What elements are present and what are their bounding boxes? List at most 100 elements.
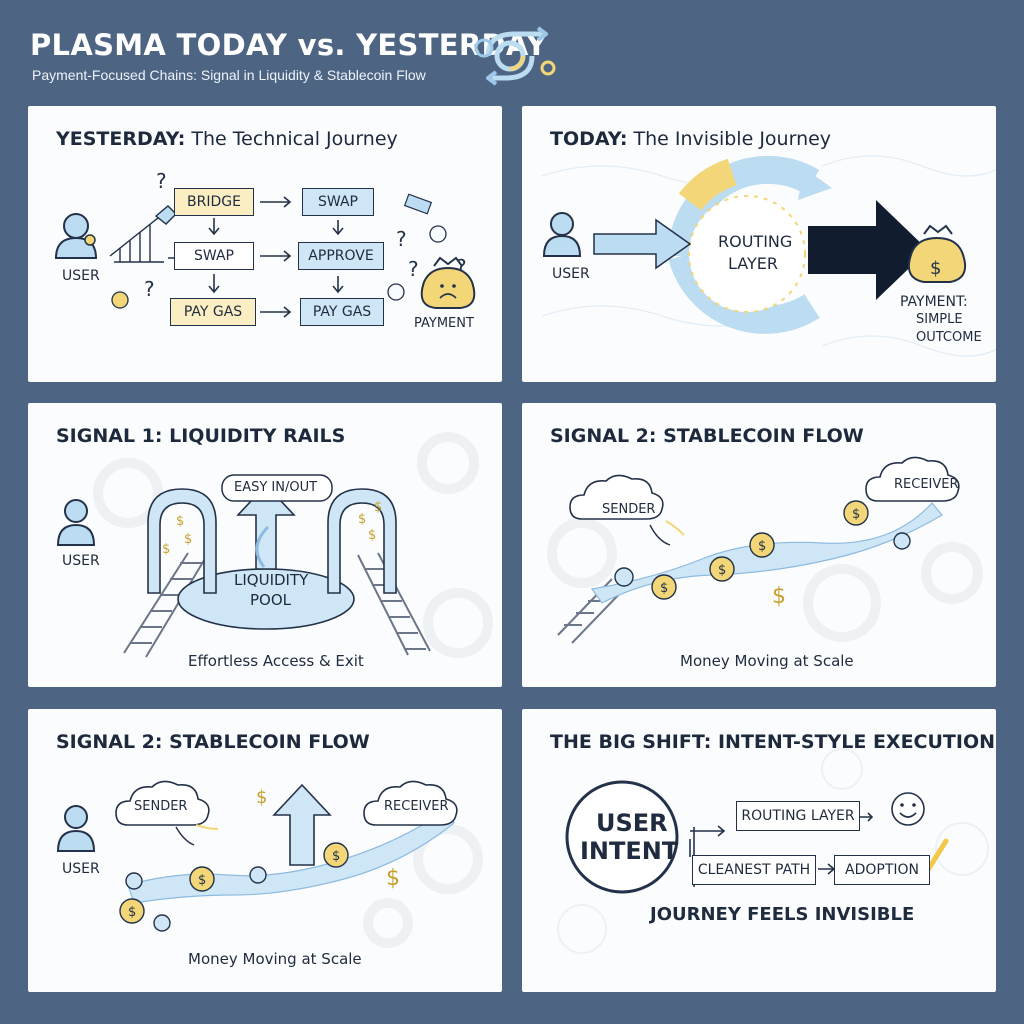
svg-text:$: $	[184, 532, 192, 547]
svg-text:$: $	[852, 507, 860, 522]
pool-label-line1: LIQUIDITY	[234, 571, 309, 589]
gear-background-icon	[363, 824, 483, 948]
svg-text:$: $	[374, 500, 382, 515]
smiley-icon	[891, 792, 925, 826]
svg-text:$: $	[256, 787, 267, 808]
svg-text:$: $	[930, 258, 941, 279]
receiver-label: RECEIVER	[894, 477, 959, 492]
cloud-icon	[115, 780, 458, 826]
routing-label-line2: LAYER	[728, 254, 778, 273]
svg-text:$: $	[660, 581, 668, 596]
routing-layer-box: ROUTING LAYER	[736, 801, 860, 831]
stablecoin-flow-art-left: $ $ $ $ $	[56, 780, 483, 948]
panel-title-signal2-right: SIGNAL 2: STABLECOIN FLOW	[550, 425, 864, 447]
journey-invisible-label: JOURNEY FEELS INVISIBLE	[650, 904, 915, 925]
today-flow-art: $	[541, 155, 996, 357]
step-bridge: BRIDGE	[174, 188, 254, 216]
gear-background-icon	[547, 518, 983, 642]
payment-label-line3: OUTCOME	[916, 330, 982, 345]
coin-icon	[119, 842, 349, 932]
svg-text:?: ?	[156, 169, 167, 193]
user-icon	[56, 499, 96, 546]
user-label: USER	[552, 266, 590, 282]
signal1-caption: Effortless Access & Exit	[188, 652, 364, 670]
confused-face-icon	[111, 225, 447, 309]
panel-yesterday: ? ? ? ? ? YESTER	[28, 106, 502, 382]
coin-symbols: $ $ $ $ $	[128, 787, 400, 920]
step-swap-top: SWAP	[302, 188, 374, 216]
money-bag-icon: $	[908, 224, 966, 283]
panel-title-yesterday: YESTERDAY: The Technical Journey	[56, 128, 398, 150]
receiver-label: RECEIVER	[384, 799, 449, 814]
gear-background-icon	[93, 432, 493, 658]
step-approve: APPROVE	[298, 242, 384, 270]
panel-today: $ TODAY: The Invisible Journey USER ROUT…	[522, 106, 996, 382]
easy-in-out-label: EASY IN/OUT	[234, 480, 318, 495]
sender-label: SENDER	[602, 502, 656, 517]
signal2-right-caption: Money Moving at Scale	[680, 652, 854, 670]
intent-label-line2: INTENT	[580, 837, 679, 865]
cycle-logo-icon	[474, 26, 556, 86]
svg-text:$: $	[718, 563, 726, 578]
panel-signal2-right: $$$$ $ SIGNAL 2: STABLECOIN FLOW SENDER …	[522, 403, 996, 687]
user-icon	[542, 212, 582, 257]
bridge-icon	[109, 205, 177, 263]
arch-gate-icon	[147, 488, 397, 594]
gear-background-icon	[557, 748, 989, 954]
panel-title-signal2-left: SIGNAL 2: STABLECOIN FLOW	[56, 731, 370, 753]
cleanest-path-box: CLEANEST PATH	[692, 855, 816, 885]
coin-icon	[614, 500, 911, 600]
payment-label: PAYMENT	[414, 316, 474, 331]
svg-text:?: ?	[408, 257, 419, 281]
svg-text:?: ?	[456, 255, 467, 279]
step-swap-mid: SWAP	[174, 242, 254, 270]
money-bag-sad-icon	[420, 256, 476, 309]
stablecoin-flow-art-right: $ $ $ $ $	[547, 456, 983, 644]
svg-text:$: $	[162, 542, 170, 557]
cloud-icon	[569, 456, 960, 520]
liquidity-rails-art: $$$ $$$	[56, 432, 493, 658]
routing-label-line1: ROUTING	[718, 232, 793, 251]
payment-label-line2: SIMPLE	[916, 312, 963, 327]
svg-text:$: $	[386, 866, 400, 891]
user-label: USER	[62, 268, 100, 284]
panel-signal2-left: $ $ $ $ $ SIGNAL 2: STABLECOIN FLOW USER S…	[28, 709, 502, 992]
pool-label-line2: POOL	[250, 591, 292, 609]
page-title: PLASMA TODAY vs. YESTERDAY	[30, 28, 548, 62]
up-arrow-icon	[272, 783, 332, 866]
svg-text:$: $	[758, 539, 766, 554]
panel-title-signal1: SIGNAL 1: LIQUIDITY RAILS	[56, 425, 346, 447]
user-label: USER	[62, 553, 100, 569]
svg-text:$: $	[358, 512, 366, 527]
svg-text:$: $	[332, 849, 340, 864]
page-subtitle: Payment-Focused Chains: Signal in Liquid…	[32, 67, 426, 83]
step-pay-gas-right: PAY GAS	[300, 298, 384, 326]
adoption-box: ADOPTION	[834, 855, 930, 885]
user-icon	[56, 805, 96, 852]
svg-text:$: $	[128, 905, 136, 920]
panel-title-big-shift: THE BIG SHIFT: INTENT-STYLE EXECUTION	[550, 731, 996, 753]
big-arrow-icon	[808, 200, 928, 300]
svg-text:?: ?	[396, 227, 407, 251]
coin-symbols: $ $ $ $ $	[660, 507, 860, 609]
user-icon	[54, 213, 98, 259]
svg-text:$: $	[772, 584, 786, 609]
signal2-left-caption: Money Moving at Scale	[188, 950, 362, 968]
panel-signal1: $$$ $$$ SIGNAL 1: LIQUIDITY RAILS USER E…	[28, 403, 502, 687]
intent-label-line1: USER	[596, 809, 668, 837]
svg-text:?: ?	[144, 277, 155, 301]
input-arrow-icon	[593, 218, 692, 270]
user-label: USER	[62, 861, 100, 877]
svg-text:$: $	[176, 514, 184, 529]
question-icon: ? ? ? ? ?	[144, 169, 467, 301]
step-pay-gas-left: PAY GAS	[170, 298, 256, 326]
yesterday-flow-art: ? ? ? ? ?	[54, 169, 476, 318]
payment-label-line1: PAYMENT:	[900, 294, 968, 310]
svg-text:$: $	[198, 873, 206, 888]
svg-text:$: $	[368, 528, 376, 543]
sender-label: SENDER	[134, 799, 188, 814]
coin-icon: $$$ $$$	[162, 500, 382, 557]
panel-title-today: TODAY: The Invisible Journey	[550, 128, 832, 150]
cycle-arrow-icon	[667, 155, 832, 334]
intent-circle-icon	[565, 780, 679, 894]
